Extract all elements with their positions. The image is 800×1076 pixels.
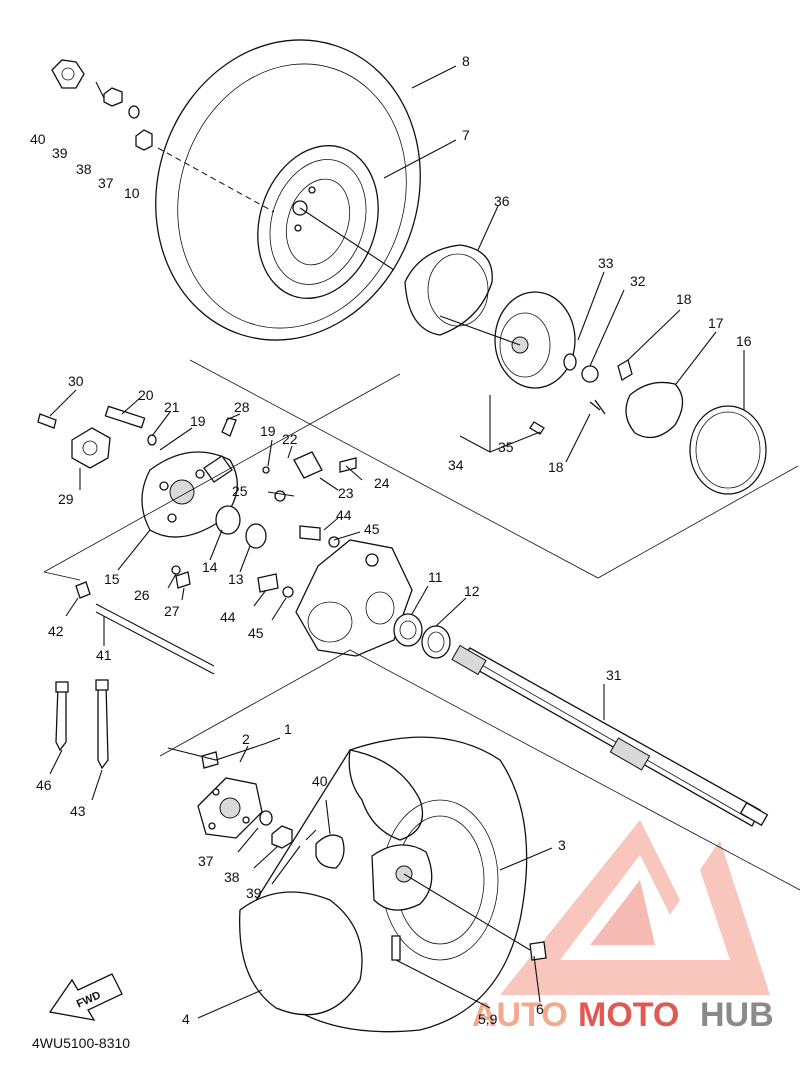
callout-43: 43 — [70, 803, 86, 819]
brake-panel-assembly — [37, 405, 357, 598]
callout-12: 12 — [464, 583, 480, 599]
callout-44-left: 44 — [220, 609, 236, 625]
callout-19-left: 19 — [190, 413, 206, 429]
callout-36: 36 — [494, 193, 510, 209]
callout-7: 7 — [462, 127, 470, 143]
callout-28: 28 — [234, 399, 250, 415]
callout-46: 46 — [36, 777, 52, 793]
callout-26: 26 — [134, 587, 150, 603]
callout-38-bottom: 38 — [224, 869, 240, 885]
cable-ties — [55, 679, 109, 770]
callout-5-9: 5,9 — [478, 1011, 498, 1027]
forward-arrow-icon: FWD — [48, 973, 123, 1021]
callout-13: 13 — [228, 571, 244, 587]
wheel-hub-bottom — [197, 751, 345, 869]
callout-29: 29 — [58, 491, 74, 507]
callout-16: 16 — [736, 333, 752, 349]
rear-wheel-tire-top — [155, 39, 421, 341]
callout-23: 23 — [338, 485, 354, 501]
callout-10: 10 — [124, 185, 140, 201]
watermark-logo: AUTO MOTO HUB — [472, 820, 774, 1034]
callout-37-bottom: 37 — [198, 853, 214, 869]
callout-18-top: 18 — [676, 291, 692, 307]
callout-21: 21 — [164, 399, 180, 415]
callout-32: 32 — [630, 273, 646, 289]
callout-39-top: 39 — [52, 145, 68, 161]
callout-20: 20 — [138, 387, 154, 403]
rear-axle-shaft — [451, 644, 769, 827]
callout-42: 42 — [48, 623, 64, 639]
callout-34: 34 — [448, 457, 464, 473]
callout-33: 33 — [598, 255, 614, 271]
callout-11: 11 — [428, 569, 443, 585]
rear-wheel-tire-bottom — [238, 736, 547, 1033]
callout-4: 4 — [182, 1011, 190, 1027]
callout-17: 17 — [708, 315, 724, 331]
watermark-hub: HUB — [700, 996, 774, 1034]
callout-27: 27 — [164, 603, 180, 619]
callout-40-top: 40 — [30, 131, 46, 147]
callout-44-right: 44 — [336, 507, 352, 523]
axle-nut-hardware-top — [51, 59, 275, 213]
callout-25: 25 — [232, 483, 248, 499]
callout-38-top: 38 — [76, 161, 92, 177]
callout-35: 35 — [498, 439, 514, 455]
callout-22: 22 — [282, 431, 298, 447]
watermark-moto: MOTO — [578, 996, 679, 1034]
leader-lines-bottom — [159, 649, 800, 1019]
callout-18-bottom: 18 — [548, 459, 564, 475]
callout-14: 14 — [202, 559, 218, 575]
callout-24: 24 — [374, 475, 390, 491]
leader-lines-middle — [49, 389, 605, 801]
callout-39-bottom: 39 — [246, 885, 262, 901]
callout-45-right: 45 — [364, 521, 380, 537]
leader-lines-top — [189, 65, 799, 579]
callout-2: 2 — [242, 731, 250, 747]
bearing-housing — [295, 539, 451, 659]
diagram-code: 4WU5100-8310 — [32, 1035, 130, 1051]
callout-8: 8 — [462, 53, 470, 69]
callout-15: 15 — [104, 571, 120, 587]
brake-drum-assembly — [404, 244, 767, 495]
axle-pin-parts — [43, 373, 401, 675]
callout-labels: 8 7 36 33 32 18 17 16 35 34 18 40 39 38 … — [30, 53, 752, 1027]
callout-6: 6 — [536, 1001, 544, 1017]
watermark-auto: AUTO — [472, 996, 568, 1034]
callout-45-left: 45 — [248, 625, 264, 641]
callout-40-bottom: 40 — [312, 773, 328, 789]
callout-41: 41 — [96, 647, 112, 663]
callout-31: 31 — [606, 667, 622, 683]
callout-19-right: 19 — [260, 423, 276, 439]
callout-3: 3 — [558, 837, 566, 853]
callout-30: 30 — [68, 373, 84, 389]
callout-1: 1 — [284, 721, 292, 737]
callout-37-top: 37 — [98, 175, 114, 191]
